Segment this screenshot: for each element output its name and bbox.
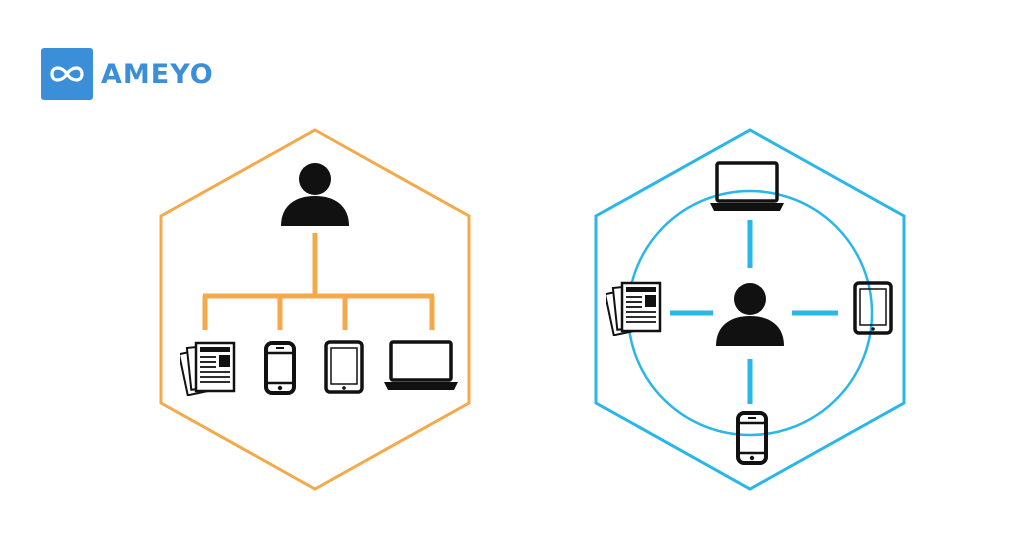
tablet-icon <box>324 340 364 394</box>
user-icon <box>716 283 784 346</box>
smartphone-icon <box>264 341 296 395</box>
left-panel <box>159 128 471 491</box>
infinity-icon <box>41 48 93 100</box>
laptop-icon <box>710 161 784 213</box>
laptop-icon <box>384 340 458 392</box>
user-icon <box>281 163 349 226</box>
left-tree-connector <box>202 233 435 330</box>
smartphone-icon <box>736 411 768 465</box>
document-icon <box>180 341 236 396</box>
left-hexagon <box>159 128 471 491</box>
brand-logo: AMEYO <box>41 48 214 100</box>
document-icon <box>606 281 662 336</box>
right-panel <box>594 128 906 491</box>
right-spokes <box>670 220 838 404</box>
brand-name: AMEYO <box>101 58 214 90</box>
right-hexagon <box>594 128 906 491</box>
